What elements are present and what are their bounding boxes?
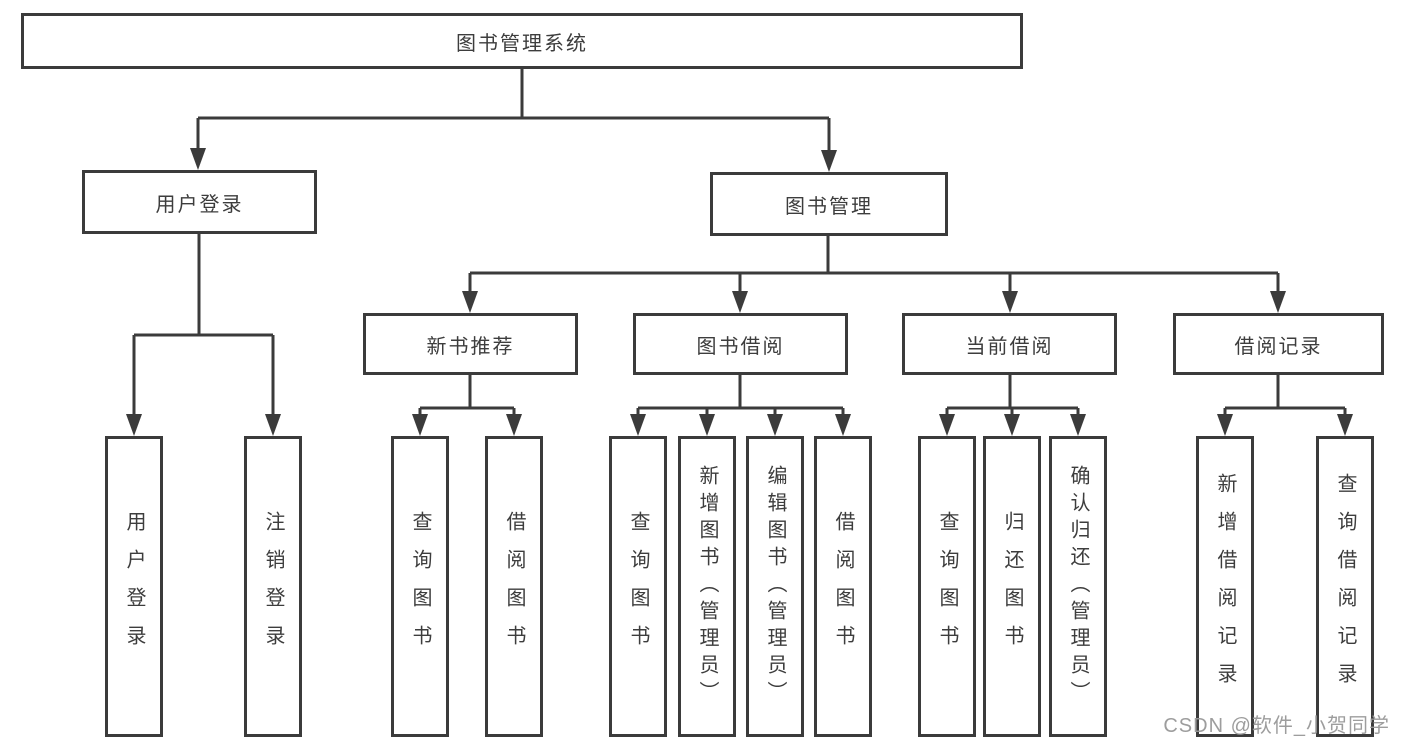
leaf-logout: 注销登录	[244, 436, 302, 737]
node-book-borrow: 图书借阅	[633, 313, 848, 375]
leaf-confirm-return-admin: 确认归还（管理员）	[1049, 436, 1107, 737]
leaf-query-book-borrow-label: 查询图书	[627, 510, 649, 663]
leaf-query-borrow-record-label: 查询借阅记录	[1334, 472, 1356, 701]
leaf-user-login: 用户登录	[105, 436, 163, 737]
leaf-add-borrow-record-label: 新增借阅记录	[1214, 472, 1236, 701]
leaf-return-book-label: 归还图书	[1001, 510, 1023, 663]
leaf-borrow-book: 借阅图书	[814, 436, 872, 737]
leaf-borrow-book-recommend-label: 借阅图书	[503, 510, 525, 663]
leaf-add-book-admin: 新增图书（管理员）	[678, 436, 736, 737]
leaf-query-book-borrow: 查询图书	[609, 436, 667, 737]
csdn-watermark: CSDN @软件_小贺同学	[1163, 715, 1390, 737]
leaf-query-book-recommend-label: 查询图书	[409, 510, 431, 663]
node-root-system: 图书管理系统	[21, 13, 1023, 69]
leaf-logout-label: 注销登录	[262, 510, 284, 663]
leaf-query-book-current-label: 查询图书	[936, 510, 958, 663]
leaf-confirm-return-admin-label: 确认归还（管理员）	[1067, 465, 1089, 708]
leaf-query-book-recommend: 查询图书	[391, 436, 449, 737]
node-user-login: 用户登录	[82, 170, 317, 234]
leaf-query-borrow-record: 查询借阅记录	[1316, 436, 1374, 737]
leaf-add-book-admin-label: 新增图书（管理员）	[696, 465, 718, 708]
leaf-query-book-current: 查询图书	[918, 436, 976, 737]
leaf-borrow-book-label: 借阅图书	[832, 510, 854, 663]
leaf-return-book: 归还图书	[983, 436, 1041, 737]
leaf-add-borrow-record: 新增借阅记录	[1196, 436, 1254, 737]
leaf-edit-book-admin: 编辑图书（管理员）	[746, 436, 804, 737]
leaf-edit-book-admin-label: 编辑图书（管理员）	[764, 465, 786, 708]
leaf-user-login-label: 用户登录	[123, 510, 145, 663]
node-new-book-recommend: 新书推荐	[363, 313, 578, 375]
leaf-borrow-book-recommend: 借阅图书	[485, 436, 543, 737]
node-book-management: 图书管理	[710, 172, 948, 236]
node-borrow-record: 借阅记录	[1173, 313, 1384, 375]
node-current-borrow: 当前借阅	[902, 313, 1117, 375]
